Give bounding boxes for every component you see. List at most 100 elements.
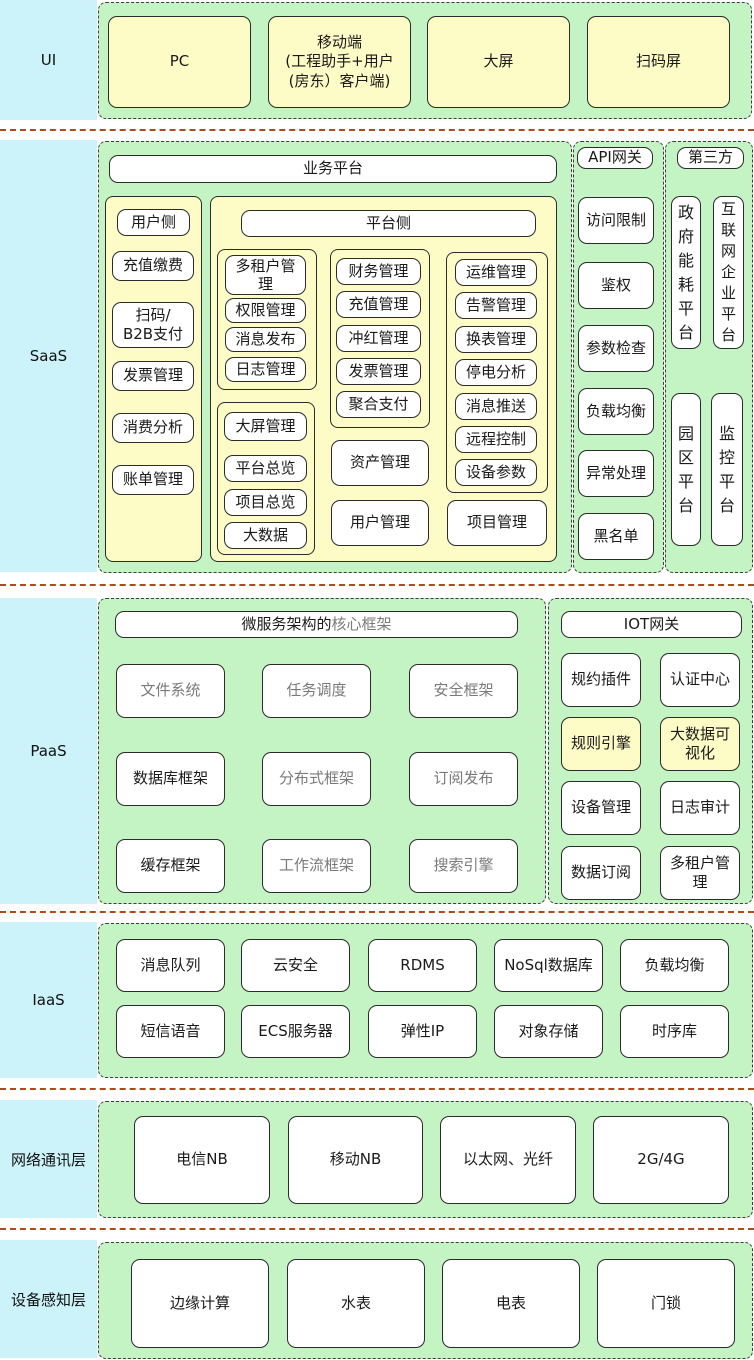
platform-project-mgmt-box: 项目管理: [447, 500, 547, 546]
third-party-item: 监 控 平 台: [711, 393, 743, 546]
third-party-item-text: 园 区 平 台: [677, 423, 694, 515]
api-gateway-item: 异常处理: [578, 450, 654, 497]
layer-label-network: 网络通讯层: [0, 1100, 97, 1218]
iaas-item: 云安全: [241, 939, 350, 992]
paas-module-text: 分布式框架: [278, 769, 354, 788]
device-item-text: 边缘计算: [169, 1293, 230, 1312]
paas-core-title: 微服务架构的核心框架: [115, 611, 518, 638]
platform-item-text: 多租户管 理: [235, 257, 296, 293]
platform-item: 消息推送: [455, 393, 537, 420]
iaas-item: NoSql数据库: [494, 939, 603, 992]
platform-item: 平台总览: [224, 455, 307, 482]
user-side-item-text: 账单管理: [122, 470, 183, 489]
layer-saas-text: SaaS: [29, 347, 68, 365]
layer-network-text: 网络通讯层: [10, 1150, 86, 1169]
third-party-item-text: 监 控 平 台: [718, 423, 735, 515]
platform-item: 项目总览: [224, 489, 307, 516]
ui-mobile-label: 移动端 (工程助手+用户 (房东）客户端): [285, 32, 394, 90]
network-item-text: 以太网、光纤: [462, 1150, 553, 1169]
api-gateway-item: 负载均衡: [578, 388, 654, 435]
paas-core-title-highlight: 核心框架: [331, 614, 392, 633]
platform-item-text: 充值管理: [348, 294, 409, 313]
separator-line: [0, 1228, 754, 1230]
platform-item-text: 冲红管理: [348, 328, 409, 347]
api-gateway-item-text: 负载均衡: [585, 401, 646, 420]
platform-item-text: 权限管理: [235, 300, 296, 319]
device-item-text: 电表: [495, 1293, 526, 1312]
iaas-item-text: NoSql数据库: [504, 955, 593, 974]
paas-module: 安全框架: [409, 664, 518, 718]
device-item: 边缘计算: [131, 1259, 269, 1348]
layer-label-device: 设备感知层: [0, 1240, 97, 1358]
separator-line: [0, 129, 754, 131]
user-side-title: 用户侧: [117, 209, 190, 236]
platform-item-text: 换表管理: [465, 329, 526, 348]
iaas-item: RDMS: [368, 939, 477, 992]
ui-mobile-box: 移动端 (工程助手+用户 (房东）客户端): [268, 16, 411, 108]
network-item: 电信NB: [134, 1116, 270, 1204]
device-item-text: 门锁: [650, 1293, 681, 1312]
iot-gateway-item-text: 多租户管 理: [669, 853, 730, 892]
paas-module: 任务调度: [262, 664, 371, 718]
paas-module-text: 工作流框架: [278, 856, 354, 875]
iaas-item-text: 消息队列: [140, 955, 201, 974]
user-side-item: 发票管理: [112, 361, 194, 391]
api-gateway-item-text: 鉴权: [600, 275, 631, 294]
third-party-title: 第三方: [677, 147, 744, 169]
platform-item-text: 平台总览: [235, 458, 296, 477]
platform-item: 发票管理: [336, 358, 421, 385]
paas-module: 缓存框架: [116, 839, 225, 893]
layer-label-paas: PaaS: [0, 598, 97, 904]
platform-item-text: 大屏管理: [235, 416, 296, 435]
platform-item-text: 聚合支付: [348, 394, 409, 413]
iaas-item: ECS服务器: [241, 1005, 350, 1058]
user-side-item: 充值缴费: [112, 251, 194, 281]
platform-item-text: 运维管理: [465, 262, 526, 281]
iaas-item: 对象存储: [494, 1005, 603, 1058]
third-party-item-text: 政 府 能 耗 平 台: [677, 202, 694, 342]
layer-ui-text: UI: [40, 51, 57, 69]
separator-line: [0, 1088, 754, 1090]
iot-gateway-item: 日志审计: [660, 781, 740, 835]
iot-gateway-item: 认证中心: [660, 653, 740, 707]
layer-device-text: 设备感知层: [10, 1290, 86, 1309]
third-party-item: 互 联 网 企 业 平 台: [713, 196, 744, 349]
user-side-item-text: 扫码/ B2B支付: [122, 305, 184, 344]
api-gateway-item: 访问限制: [578, 197, 654, 244]
user-side-item: 账单管理: [112, 465, 194, 495]
platform-project-mgmt-text: 项目管理: [466, 513, 527, 532]
user-side-item: 扫码/ B2B支付: [112, 302, 194, 348]
iaas-item: 弹性IP: [368, 1005, 477, 1058]
iot-gateway-item: 多租户管 理: [660, 846, 740, 900]
iot-gateway-item: 数据订阅: [561, 846, 641, 900]
paas-core-title-text: 微服务架构的: [241, 614, 332, 633]
api-gateway-item: 鉴权: [578, 262, 654, 309]
platform-item: 告警管理: [455, 292, 537, 319]
platform-side-title: 平台侧: [241, 210, 536, 237]
platform-item: 大屏管理: [224, 412, 307, 441]
iot-gateway-item-text: 大数据可 视化: [669, 724, 730, 763]
iot-gateway-item-text: 认证中心: [669, 670, 730, 689]
api-gateway-title-text: API网关: [588, 148, 642, 167]
device-item: 水表: [287, 1259, 425, 1348]
user-side-item-text: 发票管理: [122, 366, 183, 385]
iaas-item: 时序库: [620, 1005, 729, 1058]
paas-module-text: 文件系统: [140, 681, 201, 700]
api-gateway-item-text: 黑名单: [593, 526, 639, 545]
platform-item-text: 日志管理: [235, 359, 296, 378]
platform-item: 停电分析: [455, 359, 537, 386]
layer-label-saas: SaaS: [0, 140, 97, 572]
iot-gateway-item-text: 规约插件: [570, 670, 631, 689]
iaas-item-text: 对象存储: [518, 1021, 579, 1040]
network-item: 以太网、光纤: [440, 1116, 576, 1204]
paas-module-text: 缓存框架: [140, 856, 201, 875]
layer-label-ui: UI: [0, 0, 97, 120]
api-gateway-item: 参数检查: [578, 325, 654, 372]
platform-item-text: 项目总览: [235, 492, 296, 511]
paas-module: 工作流框架: [262, 839, 371, 893]
platform-item: 换表管理: [455, 326, 537, 353]
paas-module-text: 订阅发布: [433, 769, 494, 788]
platform-item: 运维管理: [455, 259, 537, 286]
platform-item-text: 消息推送: [465, 396, 526, 415]
third-party-item-text: 互 联 网 企 业 平 台: [720, 200, 736, 344]
